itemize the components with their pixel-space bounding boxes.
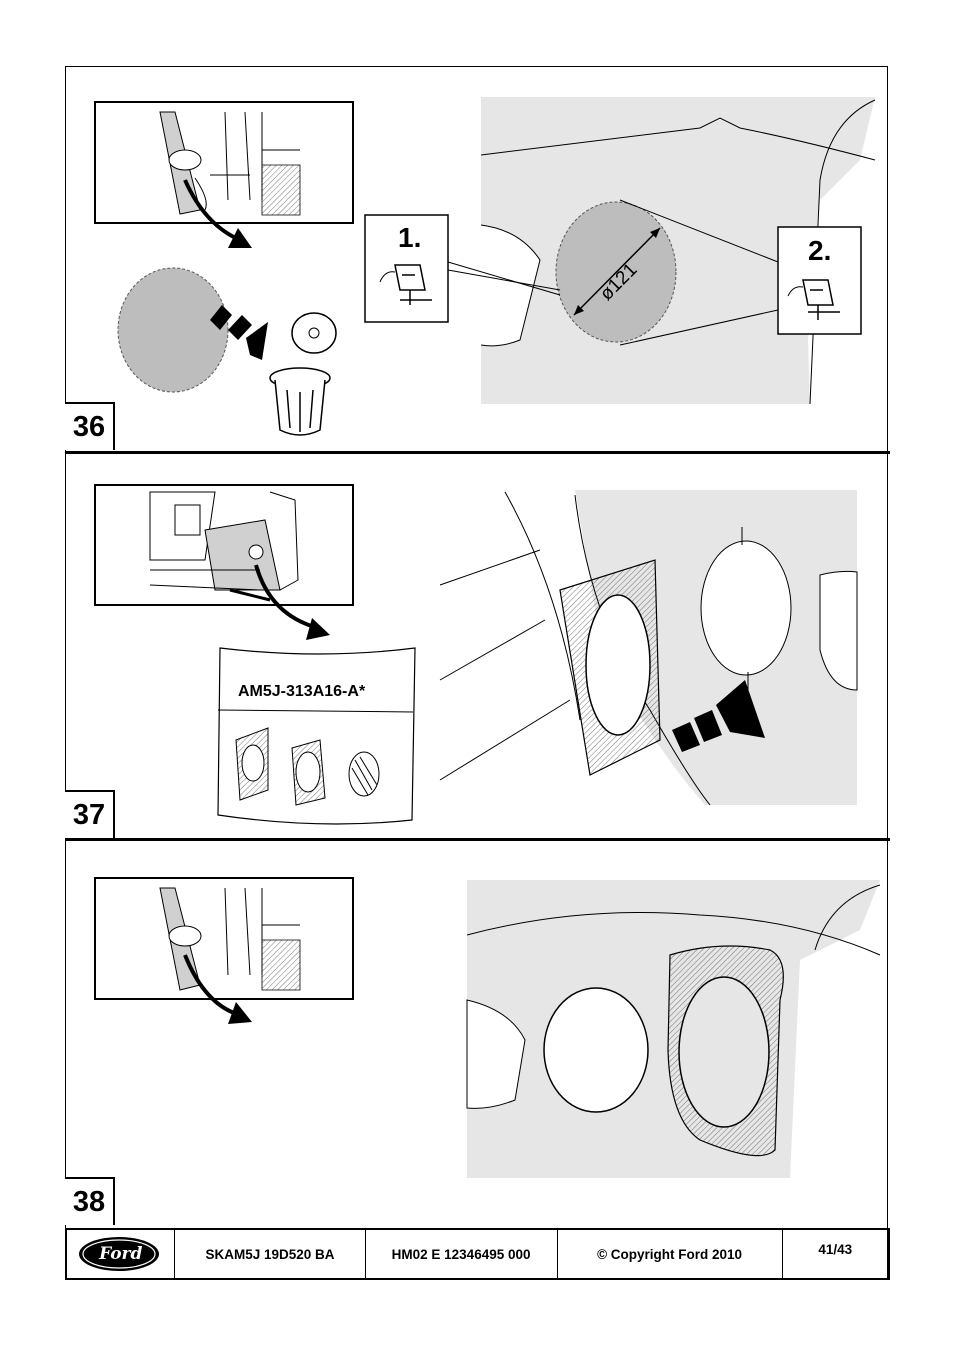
cut-step-1-label: 1.: [398, 222, 422, 253]
step38-locator-inset: [94, 877, 354, 1000]
trash-bin-icon: [269, 312, 337, 436]
part-number-label: AM5J-313A16-A*: [238, 683, 366, 700]
step38-panel: [466, 880, 881, 1178]
step37-arrow: [254, 564, 319, 630]
step36-locator-inset: [94, 101, 354, 224]
step-number-38: 38: [65, 1177, 115, 1225]
divider-37-38: [65, 838, 890, 841]
step36-cut-disc: [117, 267, 229, 393]
step36-panel: [480, 97, 876, 405]
ford-logo-text: Ford: [99, 1244, 143, 1264]
doc-number: SKAM5J 19D520 BA: [175, 1230, 366, 1278]
footer-logo-cell: Ford: [67, 1230, 176, 1278]
step-number-36: 36: [65, 402, 115, 450]
divider-36-37: [65, 451, 890, 454]
jigsaw-box-1: [364, 214, 449, 323]
step-number-37: 37: [65, 790, 115, 838]
ford-logo-icon: [79, 1237, 159, 1271]
hm-code: HM02 E 12346495 000: [366, 1230, 558, 1278]
step37-locator-inset: [94, 484, 354, 606]
step37-insert-arrow: [672, 680, 765, 752]
step37-panel: [439, 490, 858, 806]
page-number: 41/43: [818, 1242, 853, 1257]
jigsaw-box-2: [777, 226, 862, 335]
step36-discard-arrow: [210, 305, 268, 360]
step36-arrow: [183, 179, 241, 242]
step36-zoom-lines: [447, 199, 779, 346]
kit-bag: [217, 647, 416, 825]
copyright: © Copyright Ford 2010: [558, 1230, 783, 1278]
footer: Ford SKAM5J 19D520 BA HM02 E 12346495 00…: [65, 1228, 890, 1280]
cut-step-2-label: 2.: [808, 235, 832, 266]
